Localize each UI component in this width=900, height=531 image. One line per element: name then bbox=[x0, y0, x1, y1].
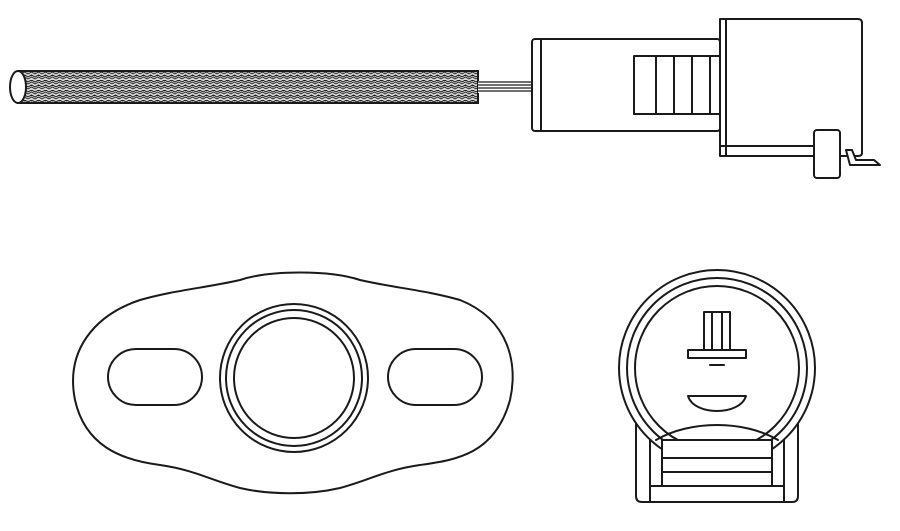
flange-boss-ring bbox=[225, 309, 363, 447]
terminal-pin bbox=[687, 311, 747, 366]
keying-slot bbox=[687, 395, 747, 412]
mounting-slot-left bbox=[107, 348, 203, 406]
connector-head bbox=[719, 18, 863, 157]
braided-cable-sleeve bbox=[9, 70, 479, 104]
side-view bbox=[9, 18, 881, 179]
exposed-wire bbox=[478, 81, 532, 93]
mounting-flange-view bbox=[72, 271, 514, 495]
latch-bars bbox=[649, 424, 785, 487]
connector-latch bbox=[813, 129, 881, 179]
connector-face-view bbox=[618, 269, 816, 503]
mounting-slot-right bbox=[387, 348, 483, 406]
ribbed-section bbox=[633, 55, 721, 115]
flange-bore bbox=[233, 317, 355, 439]
